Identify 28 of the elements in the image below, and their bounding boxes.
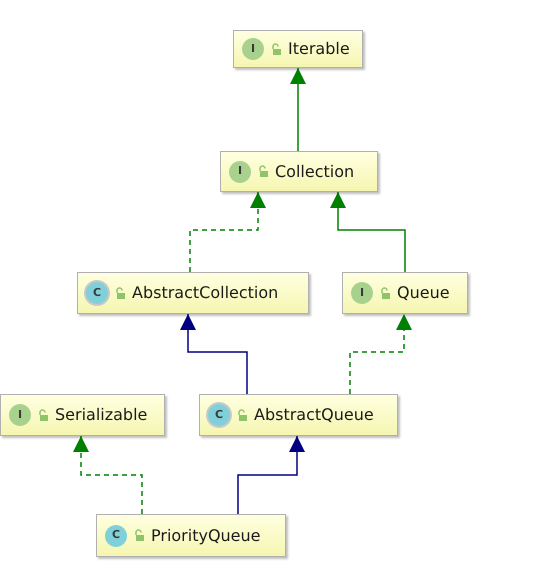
type-badge: C bbox=[105, 524, 127, 546]
class-name: Queue bbox=[397, 282, 450, 304]
type-badge: I bbox=[9, 404, 31, 426]
inheritance-arrow bbox=[189, 192, 266, 272]
inheritance-arrow bbox=[237, 436, 305, 514]
type-badge: C bbox=[86, 282, 108, 304]
inheritance-arrow bbox=[330, 192, 406, 272]
class-box bbox=[342, 272, 468, 314]
class-box bbox=[0, 394, 165, 436]
class-name: Iterable bbox=[288, 38, 350, 60]
class-name: AbstractCollection bbox=[132, 282, 278, 304]
inheritance-arrow bbox=[290, 68, 306, 151]
class-box bbox=[199, 394, 398, 436]
class-box bbox=[77, 272, 309, 314]
class-name: PriorityQueue bbox=[151, 524, 261, 546]
type-badge: I bbox=[242, 38, 264, 60]
class-name: Serializable bbox=[55, 404, 148, 426]
class-name: Collection bbox=[275, 160, 354, 182]
class-box bbox=[220, 151, 378, 192]
inheritance-arrow bbox=[180, 314, 248, 394]
type-badge: I bbox=[351, 282, 373, 304]
inheritance-arrow bbox=[73, 436, 143, 514]
class-box bbox=[233, 30, 363, 68]
type-badge: C bbox=[208, 404, 230, 426]
type-badge: I bbox=[229, 160, 251, 182]
class-name: AbstractQueue bbox=[254, 404, 374, 426]
inheritance-arrow bbox=[349, 314, 412, 394]
class-box bbox=[96, 514, 286, 557]
